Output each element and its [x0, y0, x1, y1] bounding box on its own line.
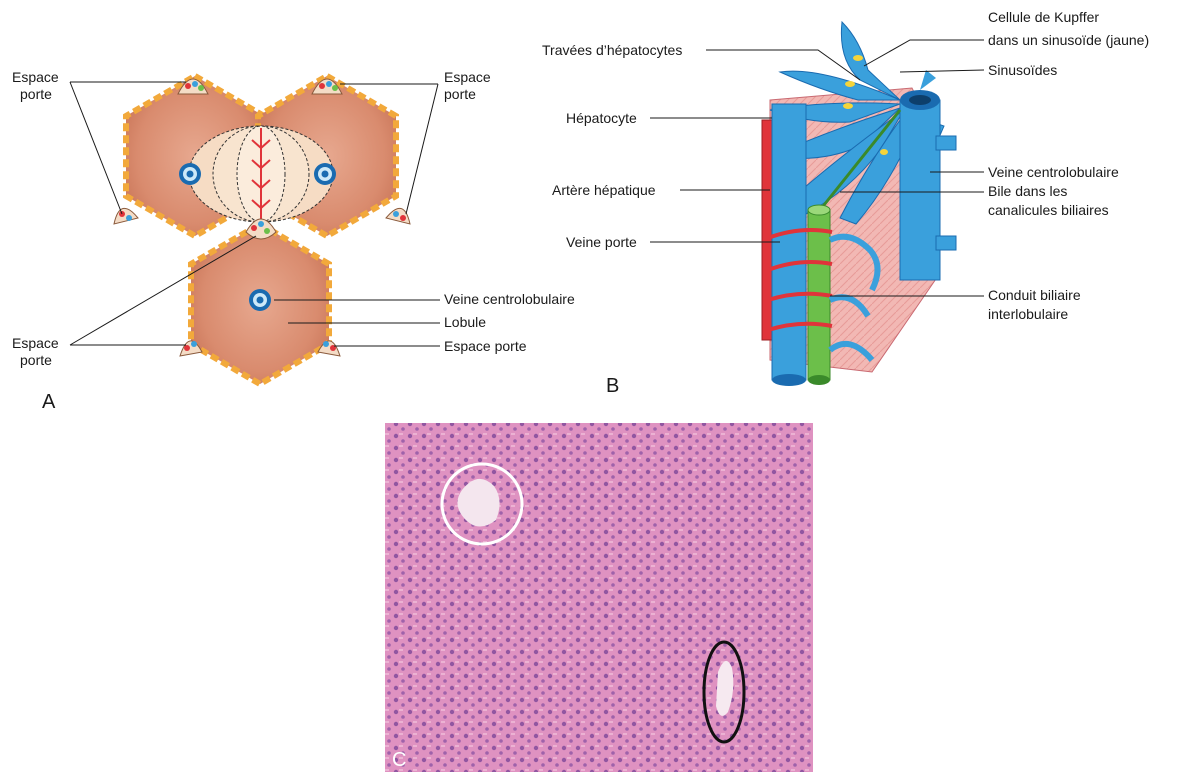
label-sinusoides: Sinusoïdes [988, 62, 1057, 78]
label-bile-2: canalicules biliaires [988, 202, 1109, 218]
panel-letter-b: B [606, 375, 619, 397]
panel-letter-a: A [42, 391, 56, 413]
label-lobule: Lobule [444, 314, 486, 330]
label-kupffer-1: Cellule de Kupffer [988, 9, 1099, 25]
central-vein-bottom [249, 289, 271, 311]
label-veine-centrolobulaire-a: Veine centrolobulaire [444, 291, 575, 307]
label-espace-porte-tl-2: porte [20, 86, 52, 102]
label-espace-porte-br: Espace porte [444, 338, 527, 354]
label-kupffer-2: dans un sinusoïde (jaune) [988, 32, 1149, 48]
panel-c: C [385, 423, 813, 772]
hepatic-acinus [189, 126, 333, 222]
label-artere-hepatique: Artère hépatique [552, 182, 656, 198]
central-vein-cylinder [900, 70, 956, 280]
label-veine-porte: Veine porte [566, 234, 637, 250]
label-bile-1: Bile dans les [988, 183, 1067, 199]
label-hepatocyte: Hépatocyte [566, 110, 637, 126]
portal-vein-column [772, 104, 806, 386]
central-vein-left [179, 163, 201, 185]
label-veine-centrolobulaire-b: Veine centrolobulaire [988, 164, 1119, 180]
label-conduit-1: Conduit biliaire [988, 287, 1081, 303]
label-espace-porte-tr-1: Espace [444, 69, 491, 85]
label-espace-porte-bl-1: Espace [12, 335, 59, 351]
label-conduit-2: interlobulaire [988, 306, 1068, 322]
panel-b: Cellule de Kupffer dans un sinusoïde (ja… [542, 9, 1149, 397]
panel-letter-c: C [392, 749, 406, 771]
label-espace-porte-tr-2: porte [444, 86, 476, 102]
label-travees: Travées d’hépatocytes [542, 42, 682, 58]
label-espace-porte-tl-1: Espace [12, 69, 59, 85]
label-espace-porte-bl-2: porte [20, 352, 52, 368]
panel-a: Espace porte Espace porte Espace porte V… [12, 69, 575, 413]
central-vein-right [314, 163, 336, 185]
